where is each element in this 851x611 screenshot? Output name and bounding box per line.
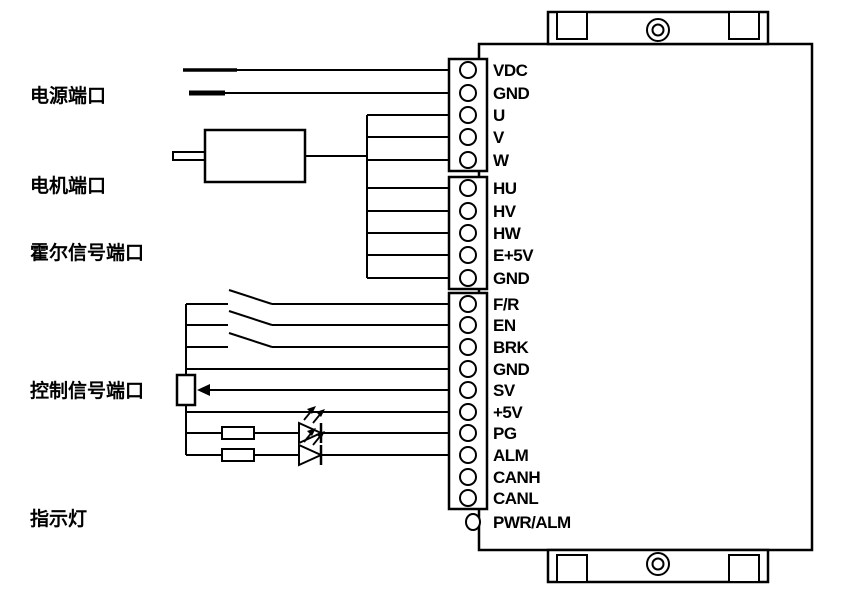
pin-label-gnd-hall: GND [493,269,530,288]
terminal-screw [459,381,477,399]
power-supply-symbol [183,68,449,96]
led-pg-arrowhead [316,409,325,417]
top-screw-hole-inner [651,23,665,37]
terminal-screw [459,360,477,378]
driver-body [477,10,814,584]
label-motor-port: 电机端口 [30,174,106,197]
label-indicator: 指示灯 [30,508,87,530]
terminal-screw [459,468,477,486]
pin-label-hw: HW [493,224,522,243]
terminal-block-hall [447,175,489,291]
terminal-screw [459,202,477,220]
pin-label-e5v: E+5V [493,246,534,265]
panel-led-circle [465,513,481,531]
led-alm-arrowhead [316,431,325,439]
pin-label-brk: BRK [493,338,530,357]
pin-label-en: EN [493,316,516,335]
label-power-port: 电源端口 [30,84,106,107]
terminal-screw [459,84,477,102]
driver-body-rect [477,42,814,552]
pin-label-gnd-power: GND [493,84,530,103]
pin-label-hv: HV [493,202,517,221]
bottom-screw-hole-inner [651,557,665,571]
terminal-screw [459,295,477,313]
motor-box [203,128,307,184]
resistor-alm [221,448,255,462]
terminal-screw [459,316,477,334]
pin-label-fr: F/R [493,295,519,314]
power-wires [183,69,449,94]
terminal-screw [459,269,477,287]
pin-label-5v: +5V [493,403,523,422]
terminal-block-control [447,291,489,511]
pin-label-v: V [493,128,505,147]
switch-blades [228,289,273,348]
pin-label-w: W [493,151,510,170]
terminal-screw [459,446,477,464]
pin-label-canl: CANL [493,489,538,508]
motor-shaft [172,151,206,161]
bottom-mounting-slot-right [728,554,760,583]
terminal-screw [459,61,477,79]
potentiometer-wiper-arrow [197,384,210,396]
top-mounting-slot-left [556,11,588,40]
terminal-screw [459,403,477,421]
led-alm-arrowhead [307,428,316,436]
label-hall-port: 霍尔信号端口 [30,241,144,264]
pin-label-gnd-control: GND [493,360,530,379]
label-control-port: 控制信号端口 [30,379,144,402]
pin-label-alm: ALM [493,446,529,465]
motor-hall-wires [305,114,449,279]
potentiometer-body [175,373,197,407]
terminal-screw [459,246,477,264]
pin-label-canh: CANH [493,468,540,487]
panel-led-label: PWR/ALM [493,513,571,532]
bottom-mounting-slot-left [556,554,588,583]
control-wiring [175,289,449,467]
terminal-screw [459,179,477,197]
led-alm [298,428,325,467]
pin-label-vdc: VDC [493,61,528,80]
terminal-screw [459,424,477,442]
motor-symbol [172,114,449,279]
terminal-screw [459,151,477,169]
terminal-screw [459,224,477,242]
terminal-screw [459,338,477,356]
terminal-screw [459,106,477,124]
resistor-pg [221,426,255,440]
pin-label-pg: PG [493,424,517,443]
pin-label-u: U [493,106,505,125]
terminal-block-power [447,57,489,173]
terminal-screw [459,128,477,146]
led-pg-arrowhead [307,406,316,414]
top-mounting-slot-right [728,11,760,40]
terminal-screw [459,489,477,507]
led-alm-triangle [298,443,324,467]
pin-label-sv: SV [493,381,516,400]
pin-label-hu: HU [493,179,517,198]
